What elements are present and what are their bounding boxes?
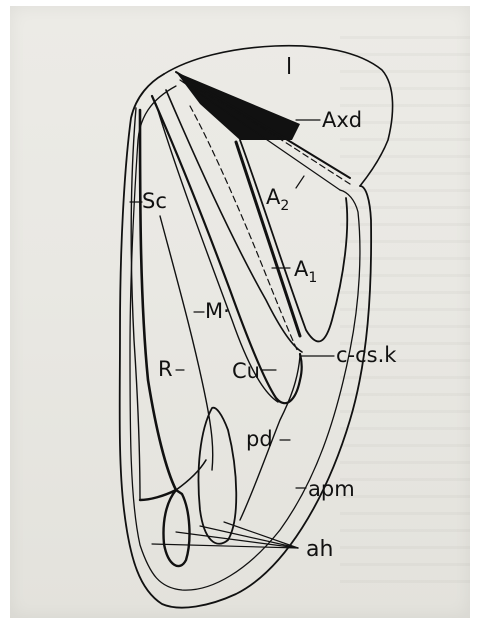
label-pd: pd bbox=[246, 427, 273, 451]
label-ccsk: c-cs.k bbox=[336, 343, 397, 367]
a2-leader bbox=[296, 176, 304, 188]
r-vein bbox=[140, 110, 176, 490]
label-axd: Axd bbox=[322, 108, 362, 132]
label-a2-sub: 2 bbox=[280, 198, 289, 214]
label-a1-sub: 1 bbox=[308, 270, 317, 286]
lower-cell-right bbox=[199, 408, 237, 544]
label-a2: A2 bbox=[266, 185, 289, 214]
sc-vein bbox=[131, 108, 140, 500]
label-sc: Sc bbox=[142, 189, 167, 213]
label-m: M· bbox=[205, 299, 230, 323]
m-vein bbox=[160, 216, 213, 470]
lower-cell-left bbox=[164, 490, 190, 566]
cu-vein bbox=[152, 96, 302, 403]
label-a1: A1 bbox=[294, 257, 317, 286]
a2-vein bbox=[240, 140, 347, 341]
label-a1-base: A bbox=[294, 257, 309, 281]
label-a2-base: A bbox=[266, 185, 281, 209]
label-l: l bbox=[286, 55, 292, 80]
label-r: R bbox=[158, 357, 173, 381]
label-ah: ah bbox=[306, 537, 333, 562]
label-apm: apm bbox=[308, 477, 355, 501]
label-cu: Cu bbox=[232, 359, 260, 383]
ah-leader-4 bbox=[224, 522, 298, 548]
